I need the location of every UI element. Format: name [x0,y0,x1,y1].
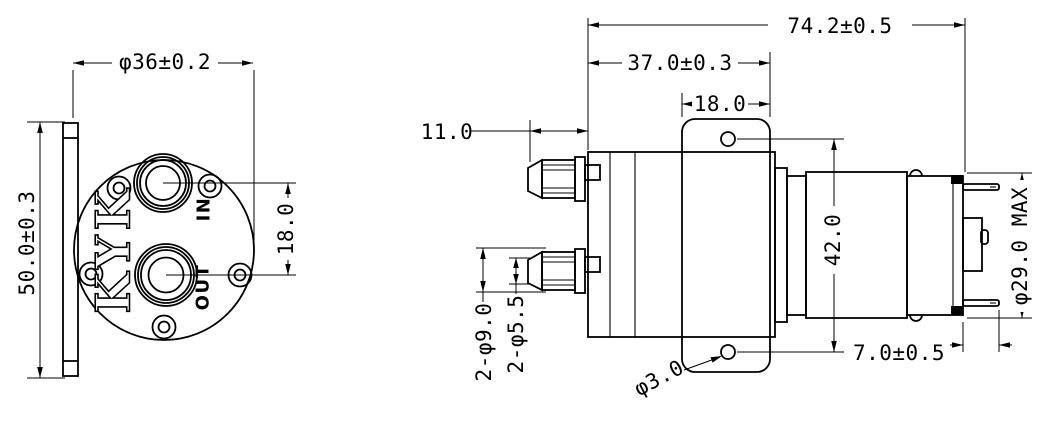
svg-text:18.0: 18.0 [694,92,747,116]
brand-logo-text: KYK [87,185,142,314]
dim-barb-outer-diameter: 2-φ9.0 [472,247,546,382]
dim-barb-tip-diameter: 2-φ5.5 [504,257,531,374]
motor [774,167,1000,323]
svg-text:50.0±0.3: 50.0±0.3 [15,190,39,295]
dim-body-diameter: φ36±0.2 [72,50,255,248]
dim-port-spacing: 18.0 [163,182,299,276]
bracket-hole-top [720,131,736,147]
dim-barb-protrusion: 11.0 [421,120,588,162]
terminal-pin-bottom [962,299,1000,307]
terminal-base-top [951,175,963,184]
dim-terminal-length: 7.0±0.5 [848,310,1012,365]
svg-text:2-φ9.0: 2-φ9.0 [472,303,496,382]
dim-bracket-hole-diameter: φ3.0 [630,355,722,401]
front-bracket-outline [62,122,79,377]
svg-text:37.0±0.3: 37.0±0.3 [627,51,732,75]
front-view: KYK IN OUT φ36±0.2 50.0±0.3 [15,50,299,379]
dim-bracket-width: 18.0 [681,92,770,117]
svg-text:42.0: 42.0 [821,214,845,267]
inlet-label: IN [194,197,215,222]
dim-pump-length: 37.0±0.3 [588,51,771,117]
outlet-label: OUT [193,264,214,311]
svg-text:φ3.0: φ3.0 [630,355,688,401]
dim-motor-diameter: φ29.0 MAX [967,172,1034,319]
hose-barb-top [527,156,601,202]
hose-barb-bottom [527,248,601,294]
svg-text:φ36±0.2: φ36±0.2 [119,50,211,74]
svg-text:7.0±0.5: 7.0±0.5 [853,341,945,365]
terminal-base-bottom [951,306,963,315]
mounting-ears [78,173,253,340]
svg-text:74.2±0.5: 74.2±0.5 [787,14,892,38]
dim-bracket-hole-spacing: 42.0 [737,138,846,353]
side-view: 74.2±0.5 37.0±0.3 18.0 11.0 [421,14,1034,401]
svg-text:11.0: 11.0 [421,120,474,144]
dim-overall-length: 74.2±0.5 [587,14,966,172]
svg-text:φ29.0 MAX: φ29.0 MAX [1008,187,1032,305]
svg-text:18.0: 18.0 [274,203,298,256]
terminal-pin-top [962,183,1000,191]
bracket-hole-bottom [720,344,736,360]
svg-text:2-φ5.5: 2-φ5.5 [504,295,528,374]
brush-cap [962,217,983,272]
dim-overall-height: 50.0±0.3 [15,121,65,379]
side-bracket [681,118,771,373]
